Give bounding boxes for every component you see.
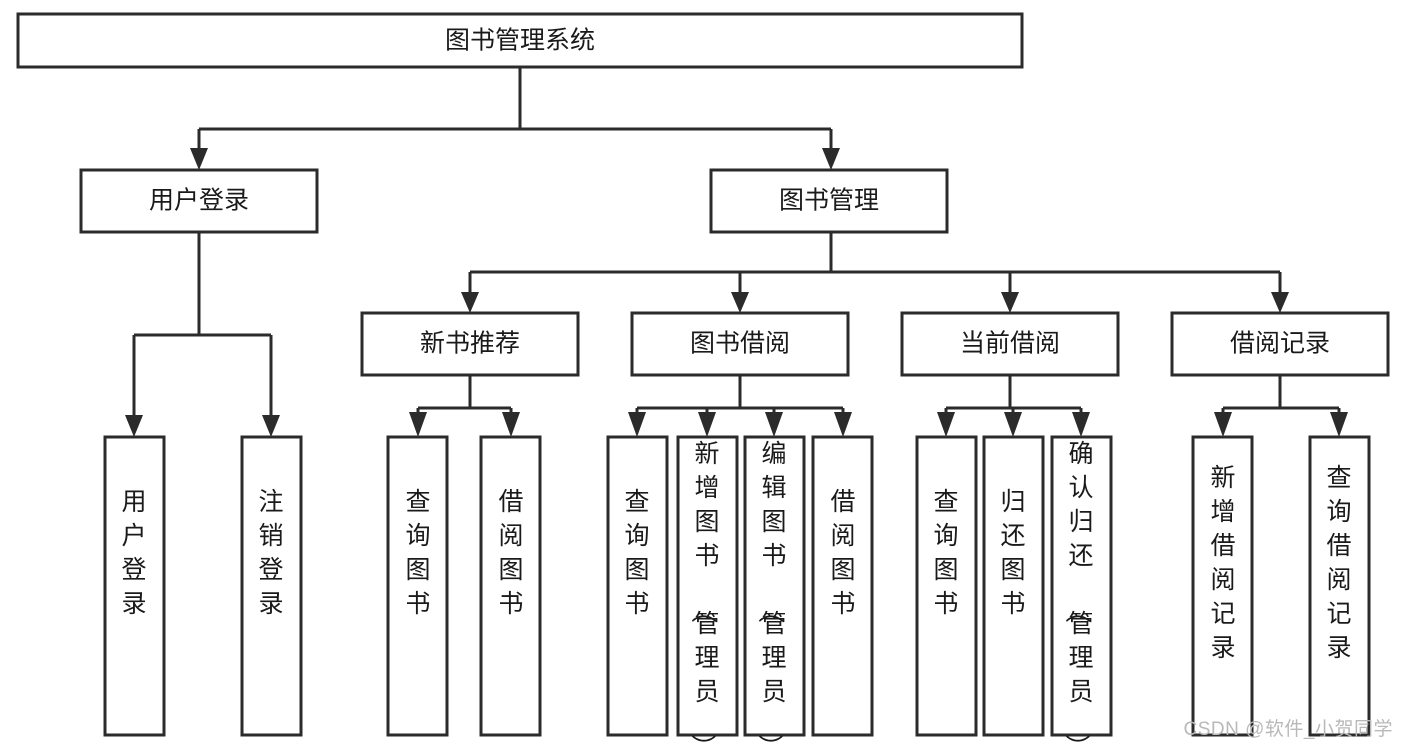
arrow-head-cb-query-book	[937, 412, 955, 437]
leaf-bb-borrow-book-box[interactable]	[811, 435, 874, 737]
leaf-user-login-box[interactable]	[103, 435, 166, 737]
leaf-bb-borrow-book[interactable]: 借阅图书	[811, 435, 874, 737]
node-current-borrow-box[interactable]	[900, 311, 1120, 377]
node-current-borrow[interactable]: 当前借阅	[900, 311, 1120, 377]
leaf-br-query-record[interactable]: 查询借阅记录	[1308, 435, 1371, 737]
leaf-cb-return-book-box[interactable]	[982, 435, 1045, 737]
arrow-head-leaf-logout	[262, 415, 280, 437]
node-borrow-record-label: 借阅记录	[1230, 330, 1330, 358]
leaf-bb-edit-book-label: 编辑图书（管理员）	[755, 440, 786, 747]
arrow-head-nb-borrow-book	[502, 412, 520, 437]
node-borrow-record[interactable]: 借阅记录	[1170, 311, 1390, 377]
node-root-box[interactable]	[16, 12, 1024, 69]
leaf-br-add-record[interactable]: 新增借阅记录	[1191, 435, 1254, 737]
leaf-logout[interactable]: 注销登录	[240, 435, 303, 737]
leaf-nb-query-book-box[interactable]	[386, 435, 449, 737]
arrow-head-leaf-user-login	[125, 415, 143, 437]
arrow-head-cb-return-book	[1004, 412, 1022, 437]
leaf-br-add-record-label: 新增借阅记录	[1210, 464, 1235, 662]
leaf-logout-box[interactable]	[240, 435, 303, 737]
node-book-borrow[interactable]: 图书借阅	[630, 311, 850, 377]
node-borrow-record-box[interactable]	[1170, 311, 1390, 377]
leaf-nb-borrow-book-label: 借阅图书	[498, 488, 523, 618]
leaf-logout-label: 注销登录	[258, 488, 283, 618]
csdn-watermark: CSDN @软件_小贺同学	[1183, 719, 1393, 740]
leaf-cb-confirm-return-box[interactable]	[1050, 435, 1113, 737]
node-new-book-recommend-label: 新书推荐	[420, 330, 520, 358]
leaf-bb-query-book-label: 查询图书	[624, 488, 649, 618]
arrow-head-bb-query-book	[628, 412, 646, 437]
node-user-login[interactable]: 用户登录	[79, 168, 319, 234]
leaf-bb-borrow-book-label: 借阅图书	[830, 488, 855, 618]
leaf-bb-add-book-label: 新增图书（管理员）	[688, 440, 719, 747]
node-user-login-box[interactable]	[79, 168, 319, 234]
node-current-borrow-label: 当前借阅	[960, 330, 1060, 358]
arrow-head-borrow-record	[1271, 292, 1289, 313]
leaf-cb-return-book-label: 归还图书	[1000, 488, 1025, 618]
leaf-cb-query-book-label: 查询图书	[933, 488, 958, 618]
leaf-bb-add-book[interactable]: 新增图书（管理员）	[676, 435, 739, 747]
arrow-head-nb-query-book	[409, 412, 427, 437]
leaf-cb-return-book[interactable]: 归还图书	[982, 435, 1045, 737]
leaf-user-login[interactable]: 用户登录	[103, 435, 166, 737]
node-new-book-recommend[interactable]: 新书推荐	[360, 311, 580, 377]
arrow-head-current-borrow	[1001, 292, 1019, 313]
leaf-br-add-record-box[interactable]	[1191, 435, 1254, 737]
leaf-cb-query-book[interactable]: 查询图书	[915, 435, 978, 737]
leaf-bb-edit-book-box[interactable]	[743, 435, 806, 737]
node-user-login-label: 用户登录	[149, 187, 249, 215]
node-book-borrow-box[interactable]	[630, 311, 850, 377]
arrow-head-br-add-record	[1214, 412, 1232, 437]
leaf-user-login-label: 用户登录	[121, 488, 146, 618]
leaf-bb-query-book-box[interactable]	[606, 435, 669, 737]
leaf-bb-add-book-box[interactable]	[676, 435, 739, 737]
edge-layer	[125, 67, 1348, 437]
node-book-manage[interactable]: 图书管理	[709, 168, 949, 234]
leaf-cb-query-book-box[interactable]	[915, 435, 978, 737]
arrow-head-br-query-record	[1330, 412, 1348, 437]
leaf-nb-borrow-book-box[interactable]	[479, 435, 542, 737]
arrow-head-user-login	[190, 148, 208, 170]
node-new-book-recommend-box[interactable]	[360, 311, 580, 377]
node-book-borrow-label: 图书借阅	[690, 330, 790, 358]
leaf-br-query-record-label: 查询借阅记录	[1326, 464, 1351, 662]
leaf-nb-query-book-label: 查询图书	[405, 488, 430, 618]
arrow-head-bb-edit-book	[765, 412, 783, 437]
arrow-head-cb-confirm-return	[1072, 412, 1090, 437]
arrow-head-bb-add-book	[698, 412, 716, 437]
arrow-head-bb-borrow-book	[834, 412, 852, 437]
node-root[interactable]: 图书管理系统	[16, 12, 1024, 69]
arrow-head-new-book	[461, 292, 479, 313]
node-root-label: 图书管理系统	[445, 27, 595, 55]
leaf-cb-confirm-return-label: 确认归还（管理员）	[1062, 440, 1093, 747]
node-book-manage-label: 图书管理	[779, 187, 879, 215]
leaf-nb-query-book[interactable]: 查询图书	[386, 435, 449, 737]
leaf-nb-borrow-book[interactable]: 借阅图书	[479, 435, 542, 737]
node-book-manage-box[interactable]	[709, 168, 949, 234]
leaf-bb-query-book[interactable]: 查询图书	[606, 435, 669, 737]
arrow-head-book-manage	[822, 148, 840, 170]
arrow-head-book-borrow	[731, 292, 749, 313]
leaf-bb-edit-book[interactable]: 编辑图书（管理员）	[743, 435, 806, 747]
leaf-cb-confirm-return[interactable]: 确认归还（管理员）	[1050, 435, 1113, 747]
leaf-br-query-record-box[interactable]	[1308, 435, 1371, 737]
